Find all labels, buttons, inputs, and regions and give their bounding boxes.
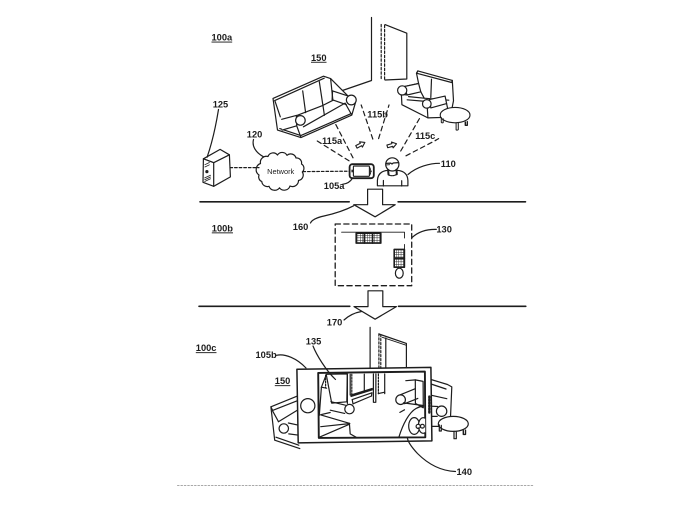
svg-text:125: 125 (213, 100, 229, 110)
svg-text:105a: 105a (324, 181, 346, 191)
svg-text:120: 120 (247, 130, 263, 140)
svg-text:100c: 100c (196, 343, 217, 353)
svg-text:170: 170 (327, 317, 343, 327)
svg-text:135: 135 (306, 337, 322, 347)
svg-text:115a: 115a (322, 136, 343, 146)
svg-text:160: 160 (293, 222, 309, 232)
svg-text:100b: 100b (212, 223, 234, 233)
svg-text:100a: 100a (212, 33, 234, 43)
svg-text:115b: 115b (367, 109, 388, 119)
svg-text:105b: 105b (256, 350, 278, 360)
svg-text:140: 140 (457, 467, 473, 477)
svg-text:130: 130 (436, 225, 452, 235)
svg-text:150: 150 (275, 376, 291, 386)
svg-text:Network: Network (267, 167, 294, 176)
svg-text:110: 110 (441, 159, 456, 169)
svg-text:115c: 115c (415, 131, 435, 141)
svg-text:150: 150 (311, 53, 327, 63)
